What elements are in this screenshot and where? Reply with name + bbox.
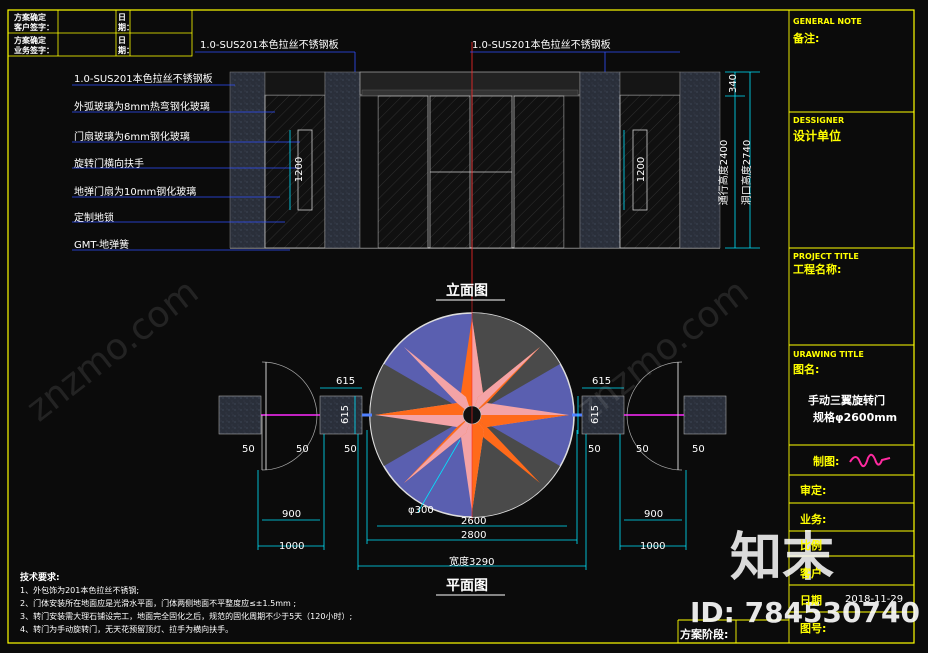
dim-right-1000: 1000 <box>640 541 666 552</box>
callout-handrail: 旋转门横向扶手 <box>74 159 144 170</box>
sheet-border <box>7 9 915 644</box>
business-label: 业务: <box>800 513 827 526</box>
date-label: 日期 <box>800 594 822 607</box>
drawn-by-label: 制图: <box>813 455 840 468</box>
callout-spring-door-glass: 地弹门扇为10mm钢化玻璃 <box>74 187 197 198</box>
tech-note-3: 3、转门安装需大理石铺设完工，地面完全固化之后，规范的固化周期不少于5天（120… <box>20 612 353 621</box>
designer-en: DESSIGNER <box>793 116 845 125</box>
review-label: 审定: <box>800 484 827 497</box>
dim-right-615-v: 615 <box>590 404 602 425</box>
project-title-cn: 工程名称: <box>793 263 842 276</box>
tech-note-1: 1、外包饰为201本色拉丝不锈钢; <box>20 586 140 595</box>
tech-note-2: 2、门体安装所在地面应是光滑水平面，门体两侧地面不平整度应≤±1.5mm ; <box>20 599 297 608</box>
dim-right-615-h: 615 <box>592 376 612 387</box>
dim-left-900: 900 <box>282 509 302 520</box>
callout-top-right: 1.0-SUS201本色拉丝不锈钢板 <box>472 40 611 51</box>
dim-center-300: φ300 <box>408 505 434 516</box>
approval-row3-label: 方案确定 <box>14 36 46 45</box>
dim-left-615-v: 615 <box>340 404 352 425</box>
sheet-number-label: 图号: <box>800 622 827 635</box>
approval-table <box>7 9 193 57</box>
client-label: 客户 <box>800 567 822 580</box>
plan-view <box>218 299 727 596</box>
dim-opening-height: 洞口高度2740 <box>742 139 754 206</box>
callout-floor-lock: 定制地锁 <box>74 213 114 224</box>
project-title-en: PROJECT TITLE <box>793 252 859 261</box>
dim-right-50a: 50 <box>588 444 601 455</box>
drawing-title-cn: 图名: <box>793 363 820 376</box>
dim-left-50c: 50 <box>344 444 357 455</box>
callout-steel-panel: 1.0-SUS201本色拉丝不锈钢板 <box>74 74 213 85</box>
dim-right-50b: 50 <box>636 444 649 455</box>
dim-handle-right: 1200 <box>636 156 648 183</box>
callout-floor-spring: GMT-地弹簧 <box>74 240 130 251</box>
scale-label: 比例 <box>800 539 822 552</box>
dim-left-50a: 50 <box>242 444 255 455</box>
title-block-frame <box>677 10 914 643</box>
elevation-caption: 立面图 <box>446 283 488 299</box>
drawing-title-en: URAWING TITLE <box>793 350 864 359</box>
watermark-id: ID: 784530740 <box>690 596 920 629</box>
approval-row1-mid: 日 <box>118 13 126 22</box>
plan-caption: 平面图 <box>446 578 488 594</box>
dim-right-900: 900 <box>644 509 664 520</box>
approval-row3-mid: 日 <box>118 36 126 45</box>
dim-pass-height: 通行高度2400 <box>719 139 731 206</box>
approval-row2-label: 客户签字： <box>14 23 54 32</box>
approval-row4-mid: 期： <box>118 46 134 55</box>
dim-left-1000: 1000 <box>279 541 305 552</box>
dim-total-width: 宽度3290 <box>449 557 495 568</box>
callout-door-glass: 门扇玻璃为6mm钢化玻璃 <box>74 132 190 143</box>
dim-right-50c: 50 <box>692 444 705 455</box>
signature-mark <box>849 453 891 468</box>
drawing-name-1: 手动三翼旋转门 <box>808 394 885 407</box>
dim-left-50b: 50 <box>296 444 309 455</box>
tech-notes-heading: 技术要求: <box>20 573 60 583</box>
watermark-brand: 知末 <box>730 528 835 588</box>
tech-note-4: 4、转门为手动旋转门，无天花预留顶灯、拉手为横向扶手。 <box>20 625 234 634</box>
floor-star-inlay <box>375 318 569 512</box>
date-value: 2018-11-29 <box>845 594 904 605</box>
callout-outer-glass: 外弧玻璃为8mm热弯钢化玻璃 <box>74 102 210 113</box>
callout-top-left: 1.0-SUS201本色拉丝不锈钢板 <box>200 40 339 51</box>
dim-handle-left: 1200 <box>294 156 306 183</box>
dim-outer-2800: 2800 <box>461 530 487 541</box>
elevation-view <box>72 42 760 300</box>
dim-top-340: 340 <box>728 73 740 94</box>
approval-row2-mid: 期： <box>118 23 134 32</box>
approval-row4-label: 业务签字： <box>14 46 54 55</box>
general-note-cn: 备注: <box>793 32 820 45</box>
general-note-en: GENERAL NOTE <box>793 17 862 26</box>
designer-cn: 设计单位 <box>793 129 842 143</box>
dim-inner-2600: 2600 <box>461 516 487 527</box>
drawing-name-2: 规格φ2600mm <box>813 411 898 424</box>
stage-label: 方案阶段: <box>680 628 729 641</box>
dim-left-615-h: 615 <box>336 376 356 387</box>
approval-row1-label: 方案确定 <box>14 13 46 22</box>
